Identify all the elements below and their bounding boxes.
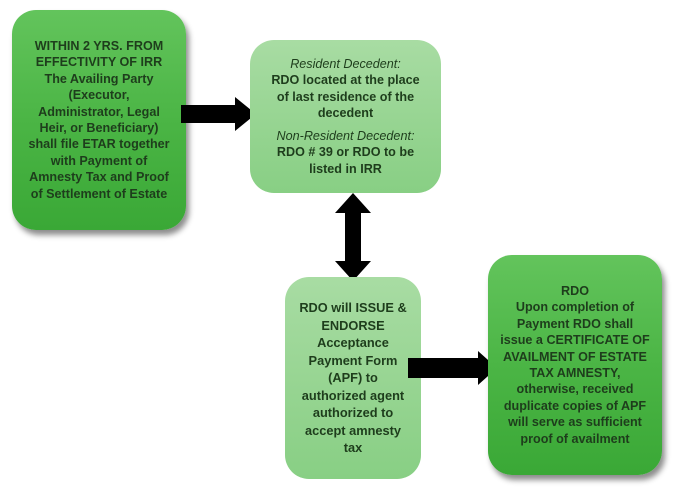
- step1-line: Amnesty Tax and Proof: [29, 170, 169, 185]
- non-resident-line: listed in IRR: [309, 161, 382, 176]
- step4-line: otherwise, received: [516, 382, 634, 397]
- step4-line: proof of availment: [520, 431, 630, 446]
- step4-line: duplicate copies of APF: [503, 398, 647, 413]
- step4-line: will serve as sufficient: [508, 415, 642, 430]
- arrow-right-shape: [181, 97, 256, 131]
- step4-certificate-box: RDO Upon completion of Payment RDO shall…: [488, 255, 662, 475]
- resident-line: decedent: [317, 106, 374, 121]
- step3-line: Payment Form: [308, 352, 398, 368]
- non-resident-line: RDO # 39 or RDO to be: [276, 145, 415, 160]
- step1-line: with Payment of: [50, 153, 148, 168]
- step3-line: authorized agent: [301, 387, 405, 403]
- step4-line: issue a CERTIFICATE OF: [500, 333, 650, 348]
- step3-issue-apf-box: RDO will ISSUE & ENDORSE Acceptance Paym…: [285, 277, 421, 479]
- arrow-right-step3-to-step4: [408, 351, 497, 385]
- step3-line: tax: [343, 440, 363, 456]
- step4-line: Upon completion of: [515, 300, 635, 315]
- arrow-right-step1-to-step2: [181, 97, 256, 131]
- step3-line: (APF) to: [328, 370, 378, 386]
- step1-line: EFFECTIVITY OF IRR: [35, 55, 163, 70]
- step3-line: authorized to: [312, 405, 394, 421]
- step2-rdo-venue-box: Resident Decedent: RDO located at the pl…: [250, 40, 441, 193]
- step3-line: Acceptance: [317, 335, 389, 351]
- step1-line: WITHIN 2 YRS. FROM: [34, 38, 164, 53]
- step4-line: Payment RDO shall: [516, 316, 634, 331]
- non-resident-decedent-heading: Non-Resident Decedent:: [276, 128, 415, 143]
- step3-line: RDO will ISSUE &: [299, 300, 407, 316]
- step1-line: The Availing Party: [44, 71, 154, 86]
- resident-decedent-heading: Resident Decedent:: [290, 57, 401, 72]
- step3-line: ENDORSE: [321, 317, 385, 333]
- step1-line: (Executor,: [68, 88, 130, 103]
- arrow-double-vertical-step2-step3: [335, 193, 371, 281]
- step3-line: accept amnesty: [304, 422, 402, 438]
- step1-line: Administrator, Legal: [38, 104, 160, 119]
- step4-line: TAX AMNESTY,: [529, 366, 621, 380]
- step1-file-etar-box: WITHIN 2 YRS. FROM EFFECTIVITY OF IRR Th…: [12, 10, 186, 230]
- step4-line: AVAILMENT OF ESTATE: [503, 349, 647, 364]
- resident-line: RDO located at the place: [271, 73, 420, 88]
- resident-line: of last residence of the: [276, 89, 415, 104]
- arrow-double-shape: [335, 193, 371, 281]
- step1-line: Heir, or Beneficiary): [39, 121, 159, 135]
- step4-line: RDO: [561, 283, 589, 298]
- step1-line: of Settlement of Estate: [30, 186, 168, 201]
- arrow-right-shape: [408, 351, 497, 385]
- step1-line: shall file ETAR together: [28, 137, 170, 152]
